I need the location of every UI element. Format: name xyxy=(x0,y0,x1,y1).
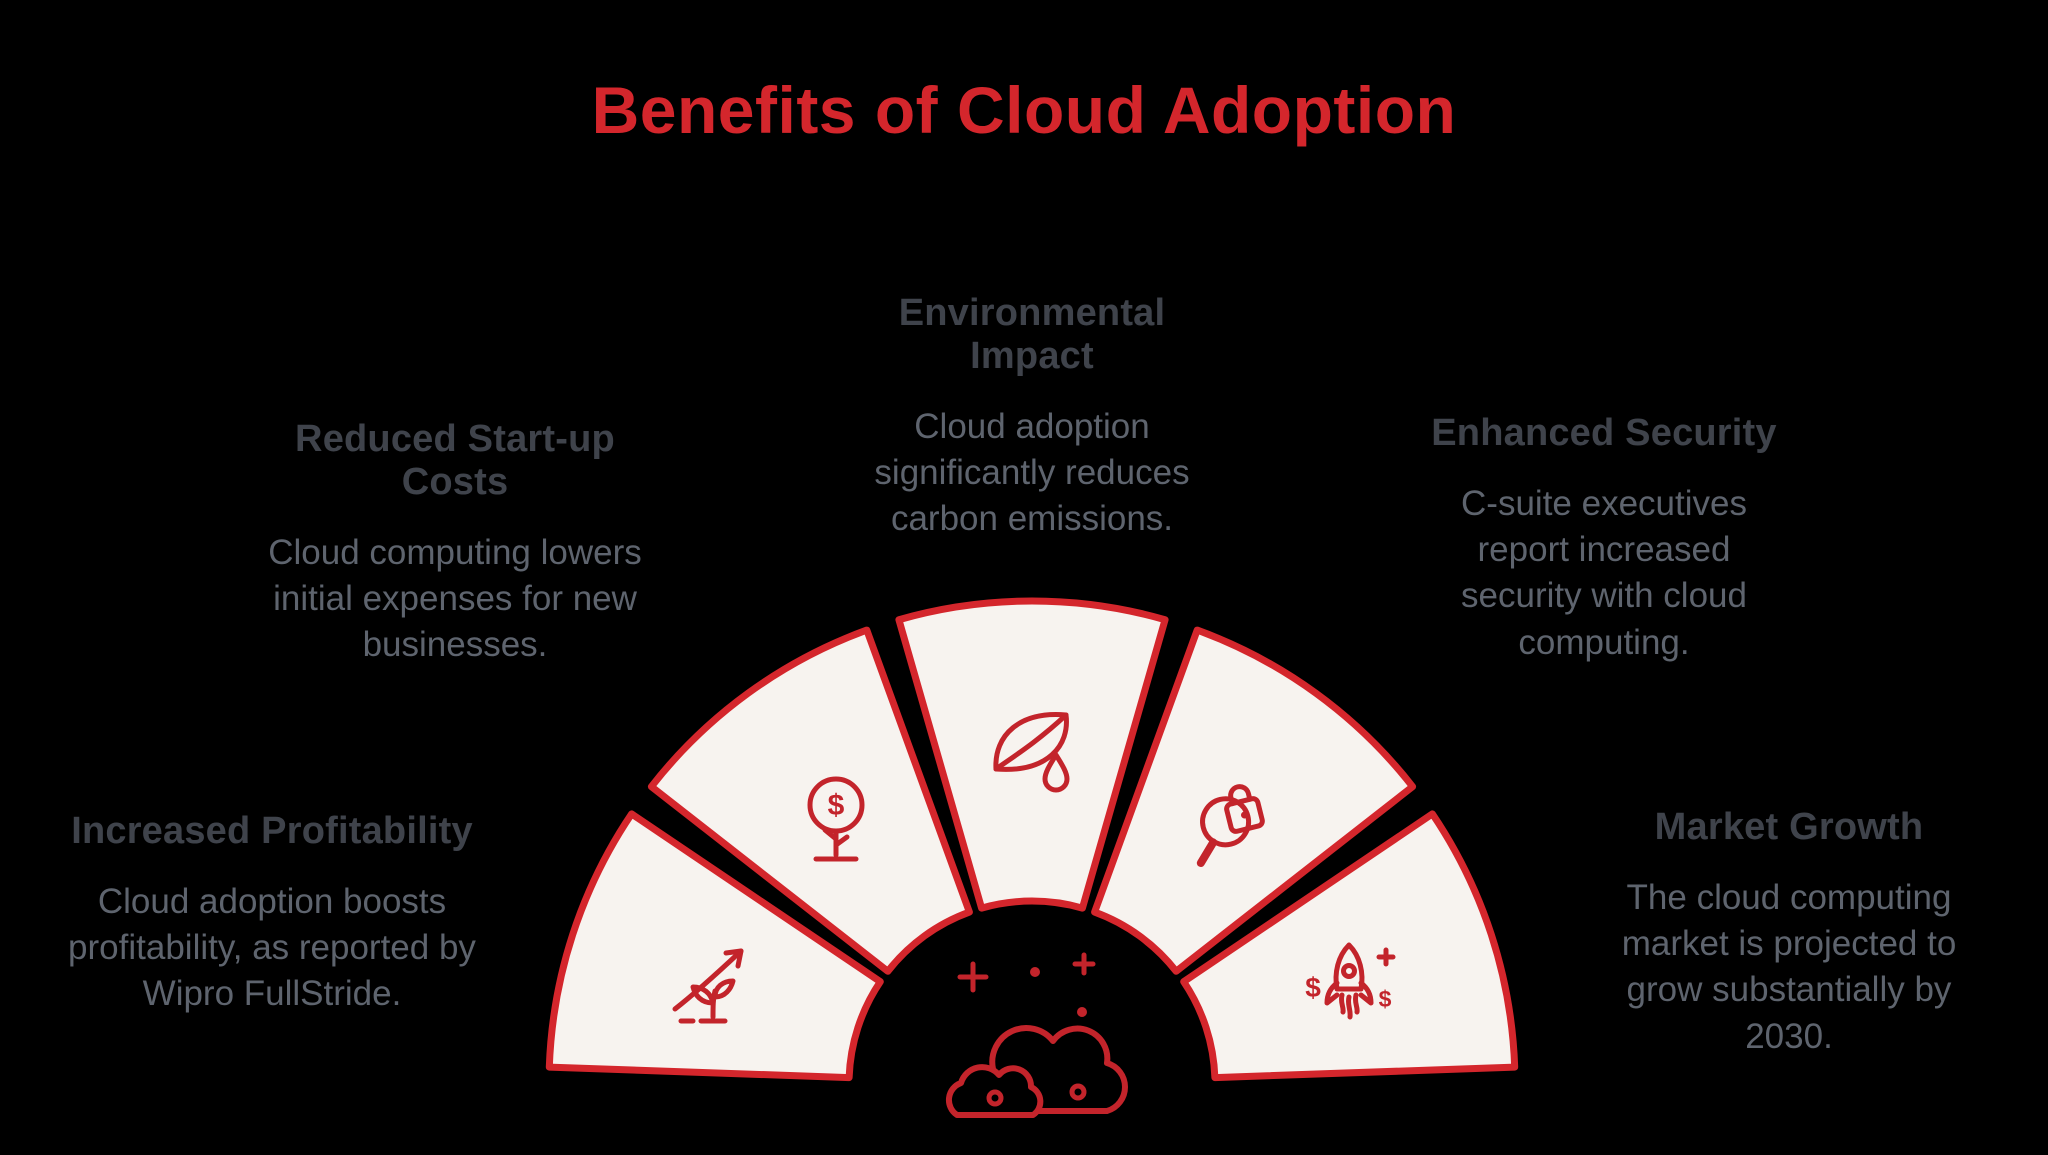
section-reduced-startup-costs: Reduced Start-up Costs Cloud computing l… xyxy=(245,418,665,669)
sparkle-dot-icon xyxy=(1030,967,1040,977)
section-title-reduced-startup-costs: Reduced Start-up Costs xyxy=(295,418,615,503)
section-title-market-growth: Market Growth xyxy=(1654,806,1924,848)
cloud-dot-icon xyxy=(986,1089,1004,1107)
growth-sprout-icon xyxy=(672,948,744,1024)
cloud-dot-icon xyxy=(1069,1083,1087,1101)
section-body-environmental-impact: Cloud adoption significantly reduces car… xyxy=(874,407,1190,539)
cloud-icon xyxy=(945,1025,1128,1118)
section-title-enhanced-security: Enhanced Security xyxy=(1431,412,1777,454)
sparkle-dot-icon xyxy=(1077,1007,1087,1017)
section-body-market-growth: The cloud computing market is projected … xyxy=(1621,878,1957,1056)
sparkle-plus-icon xyxy=(1072,952,1096,976)
section-title-environmental-impact: Environmental Impact xyxy=(898,292,1166,377)
section-title-increased-profitability: Increased Profitability xyxy=(71,810,473,852)
section-environmental-impact: Environmental Impact Cloud adoption sign… xyxy=(832,292,1232,543)
rocket-dollar-icon: $ $ xyxy=(1305,942,1396,1020)
money-tree-icon: $ xyxy=(807,776,865,862)
section-body-enhanced-security: C-suite executives report increased secu… xyxy=(1461,484,1747,662)
dollar-glyph: $ xyxy=(1379,986,1392,1012)
section-body-reduced-startup-costs: Cloud computing lowers initial expenses … xyxy=(268,533,642,665)
dollar-glyph: $ xyxy=(828,789,845,822)
fan-segment-environmental-impact xyxy=(895,597,1169,912)
section-enhanced-security: Enhanced Security C-suite executives rep… xyxy=(1394,412,1814,666)
section-market-growth: Market Growth The cloud computing market… xyxy=(1579,806,1999,1060)
sparkle-plus-icon xyxy=(957,961,989,993)
fan-segment-increased-profitability xyxy=(545,810,884,1082)
leaf-droplet-icon xyxy=(993,712,1070,793)
cloud-hub xyxy=(945,952,1128,1118)
lock-magnifier-icon xyxy=(1196,784,1265,868)
page-title: Benefits of Cloud Adoption xyxy=(591,73,1457,147)
section-body-increased-profitability: Cloud adoption boosts profitability, as … xyxy=(68,882,476,1014)
dollar-glyph: $ xyxy=(1305,972,1321,1003)
sparkles xyxy=(957,952,1096,1017)
section-increased-profitability: Increased Profitability Cloud adoption b… xyxy=(52,810,492,1018)
